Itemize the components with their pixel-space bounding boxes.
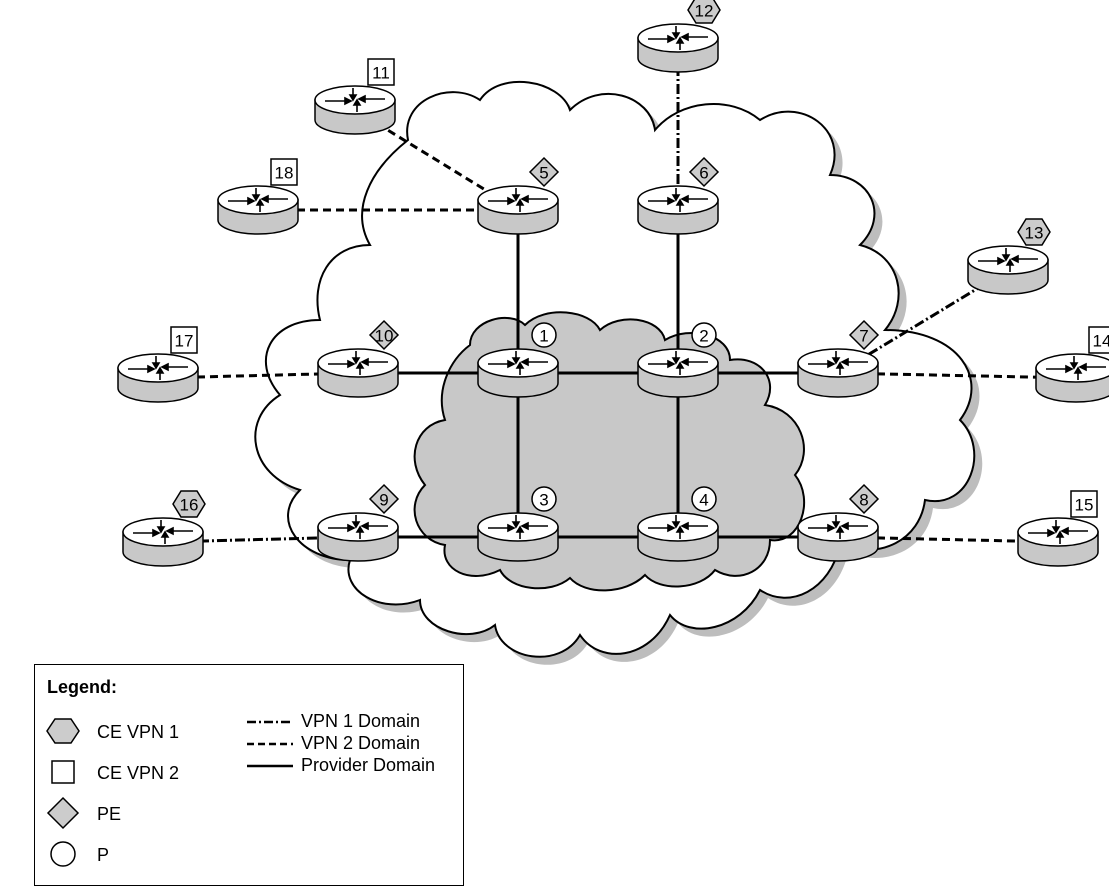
router-label-12: 12	[695, 2, 714, 21]
legend-label-provider-domain: Provider Domain	[301, 755, 436, 775]
router-13[interactable]: 13	[967, 218, 1051, 295]
circle-icon: 3	[531, 486, 557, 512]
diamond-icon: 8	[848, 483, 880, 515]
square-icon: 17	[170, 326, 198, 354]
dashed-line-icon	[247, 742, 293, 746]
solid-line-icon	[247, 764, 293, 768]
router-5[interactable]: 5	[477, 156, 560, 235]
router-10[interactable]: 10	[317, 319, 400, 398]
router-16[interactable]: 16	[122, 490, 206, 567]
router-9[interactable]: 9	[317, 483, 400, 562]
router-label-1: 1	[539, 327, 548, 346]
router-17[interactable]: 17	[117, 326, 199, 403]
router-label-10: 10	[375, 327, 394, 346]
router-label-17: 17	[175, 332, 194, 351]
legend-label-ce-vpn1: CE VPN 1	[97, 722, 180, 742]
router-14[interactable]: 14	[1035, 326, 1109, 403]
router-label-5: 5	[539, 164, 548, 183]
router-label-2: 2	[699, 327, 708, 346]
dash-dot-line-icon	[247, 720, 293, 724]
square-icon: 18	[270, 158, 298, 186]
router-3[interactable]: 3	[477, 486, 559, 562]
router-2[interactable]: 2	[637, 322, 719, 398]
router-label-11: 11	[372, 64, 390, 83]
router-1[interactable]: 1	[477, 322, 559, 398]
router-label-14: 14	[1093, 332, 1109, 351]
router-label-15: 15	[1075, 496, 1094, 515]
router-label-4: 4	[699, 491, 708, 510]
legend-label-vpn1-domain: VPN 1 Domain	[301, 711, 421, 731]
legend-label-vpn2-domain: VPN 2 Domain	[301, 733, 421, 753]
legend: Legend: CE VPN 1 CE VPN 2 PE P VPN 1 Dom…	[34, 664, 464, 886]
circle-icon: 4	[691, 486, 717, 512]
legend-label-p: P	[97, 845, 110, 865]
router-18[interactable]: 18	[217, 158, 299, 235]
diamond-icon: 7	[848, 319, 880, 351]
circle-icon: 1	[531, 322, 557, 348]
router-15[interactable]: 15	[1017, 490, 1099, 567]
hexagon-icon: 12	[687, 0, 721, 24]
diamond-icon: 9	[368, 483, 400, 515]
router-4[interactable]: 4	[637, 486, 719, 562]
circle-icon	[50, 841, 76, 867]
square-icon: 14	[1088, 326, 1109, 354]
router-11[interactable]: 11	[314, 58, 396, 135]
legend-label-ce-vpn2: CE VPN 2	[97, 763, 180, 783]
router-label-9: 9	[379, 491, 388, 510]
router-label-18: 18	[275, 164, 294, 183]
hexagon-icon: 16	[172, 490, 206, 518]
router-label-3: 3	[539, 491, 548, 510]
square-icon	[51, 760, 75, 784]
router-7[interactable]: 7	[797, 319, 880, 398]
hexagon-icon: 13	[1017, 218, 1051, 246]
router-label-8: 8	[859, 491, 868, 510]
circle-icon: 2	[691, 322, 717, 348]
router-label-13: 13	[1025, 224, 1044, 243]
square-icon: 11	[367, 58, 395, 86]
legend-title: Legend:	[47, 677, 117, 697]
diamond-icon: 10	[368, 319, 400, 351]
legend-label-pe: PE	[97, 804, 122, 824]
router-12[interactable]: 12	[637, 0, 721, 73]
hexagon-icon	[46, 718, 80, 744]
diamond-icon: 5	[528, 156, 560, 188]
diamond-icon: 6	[688, 156, 720, 188]
diamond-icon	[46, 796, 80, 830]
router-6[interactable]: 6	[637, 156, 720, 235]
router-label-6: 6	[699, 164, 708, 183]
router-8[interactable]: 8	[797, 483, 880, 562]
router-label-7: 7	[859, 327, 868, 346]
router-label-16: 16	[180, 496, 199, 515]
square-icon: 15	[1070, 490, 1098, 518]
